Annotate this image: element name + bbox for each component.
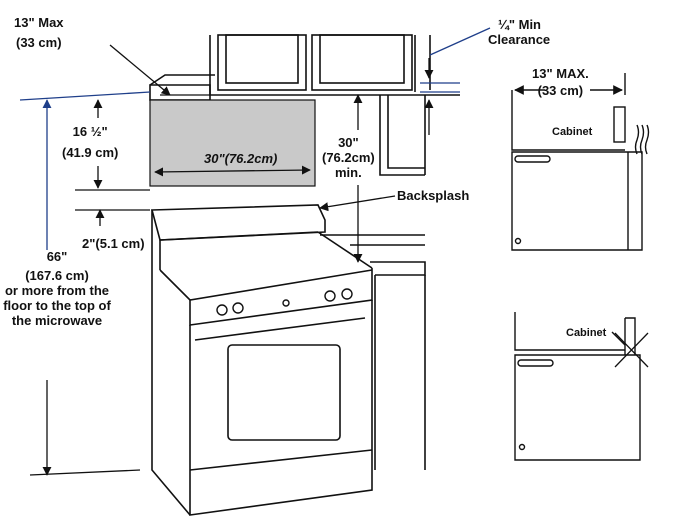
right-bottom-diagram <box>514 312 641 461</box>
min-clearance-value: ¼" Min <box>498 17 541 32</box>
blue-dimension-lines <box>19 27 491 250</box>
cabinet-height-label: 30" (76.2cm) min. <box>322 135 375 180</box>
min-clearance-label: ¼" Min Clearance <box>488 17 550 47</box>
width-label: 30"(76.2cm) <box>204 151 278 166</box>
floor-height-label: 66" (167.6 cm) or more from the floor to… <box>0 249 116 328</box>
shaded-wall <box>149 99 316 187</box>
floor-height-text-3: the microwave <box>11 313 103 328</box>
backsplash-label: Backsplash <box>397 188 470 203</box>
height-above-cm: (41.9 cm) <box>62 145 119 160</box>
microwave-outline <box>149 74 215 101</box>
cabinet-height-cm: (76.2cm) <box>322 150 375 165</box>
cabinet-height-min: min. <box>335 165 362 180</box>
cabinet-height-inches: 30" <box>338 135 359 150</box>
right-bottom-cabinet-label: Cabinet <box>566 327 607 339</box>
dimension-lines <box>29 44 434 476</box>
floor-height-inches: 66" <box>46 249 68 264</box>
max-depth-cm: (33 cm) <box>16 35 62 50</box>
right-top-max-inches: 13" MAX. <box>532 66 589 81</box>
height-above-label: 16 ½" (41.9 cm) <box>62 124 118 161</box>
max-depth-inches: 13" Max <box>14 15 64 30</box>
min-clearance-word: Clearance <box>488 32 551 47</box>
right-top-cabinet-label: Cabinet <box>552 126 593 138</box>
max-depth-label: 13" Max (33 cm) <box>14 15 64 51</box>
x-mark-icon <box>614 332 649 368</box>
gap-label: 2"(5.1 cm) <box>82 236 145 251</box>
countertop <box>320 234 426 470</box>
right-top-diagram <box>511 73 650 251</box>
right-top-max-cm: (33 cm) <box>537 83 584 98</box>
floor-height-cm: (167.6 cm) <box>25 268 89 283</box>
right-top-max-label: 13" MAX. (33 cm) <box>532 66 589 99</box>
floor-height-text-2: floor to the top of <box>3 298 111 313</box>
range-outline <box>150 204 373 516</box>
range-knobs <box>216 288 353 316</box>
floor-height-text-1: or more from the <box>4 283 109 298</box>
upper-cabinets <box>209 34 460 176</box>
height-above-inches: 16 ½" <box>72 124 108 139</box>
